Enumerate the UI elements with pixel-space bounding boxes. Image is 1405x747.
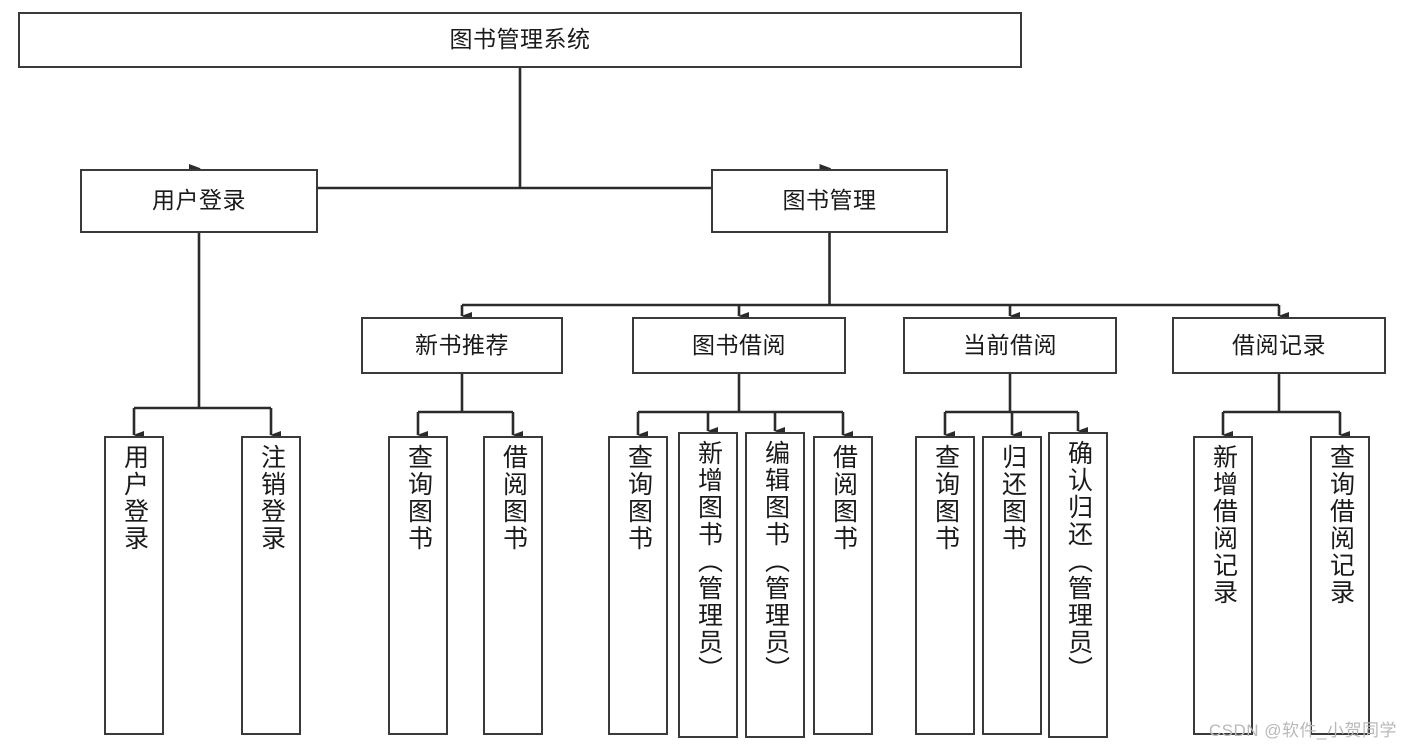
node-leaf-edit-book-label: 编辑图书（管理员） <box>761 440 790 683</box>
node-leaf-borrow-book-2-label: 借阅图书 <box>829 444 858 552</box>
node-leaf-query-book-1[interactable]: 查询图书 <box>388 436 448 735</box>
node-root-label: 图书管理系统 <box>449 26 591 53</box>
node-leaf-add-book-label: 新增图书（管理员） <box>694 440 723 683</box>
node-book-borrow-label: 图书借阅 <box>692 331 786 358</box>
node-user-login-label: 用户登录 <box>152 187 246 214</box>
node-new-book-recommend[interactable]: 新书推荐 <box>361 317 563 374</box>
node-leaf-query-book-2[interactable]: 查询图书 <box>608 436 668 735</box>
node-borrow-record-label: 借阅记录 <box>1232 331 1326 358</box>
node-leaf-add-record[interactable]: 新增借阅记录 <box>1193 436 1253 735</box>
node-book-borrow[interactable]: 图书借阅 <box>632 317 846 374</box>
node-leaf-user-login[interactable]: 用户登录 <box>104 436 164 735</box>
node-current-borrow-label: 当前借阅 <box>963 331 1057 358</box>
node-leaf-query-book-2-label: 查询图书 <box>624 444 653 552</box>
node-leaf-user-login-label: 用户登录 <box>120 444 149 552</box>
node-root[interactable]: 图书管理系统 <box>18 12 1022 68</box>
node-leaf-user-logout-label: 注销登录 <box>257 444 286 552</box>
node-leaf-query-record[interactable]: 查询借阅记录 <box>1310 436 1370 735</box>
node-leaf-return-book-label: 归还图书 <box>998 444 1027 552</box>
node-leaf-add-record-label: 新增借阅记录 <box>1209 444 1238 606</box>
node-leaf-user-logout[interactable]: 注销登录 <box>241 436 301 735</box>
node-user-login[interactable]: 用户登录 <box>80 169 318 233</box>
node-current-borrow[interactable]: 当前借阅 <box>903 317 1117 374</box>
node-leaf-confirm-return[interactable]: 确认归还（管理员） <box>1048 432 1108 738</box>
node-leaf-query-record-label: 查询借阅记录 <box>1326 444 1355 606</box>
watermark-text: CSDN @软件_小贺同学 <box>1208 721 1397 740</box>
node-new-book-recommend-label: 新书推荐 <box>415 331 509 358</box>
node-book-manage[interactable]: 图书管理 <box>711 169 948 233</box>
node-leaf-confirm-return-label: 确认归还（管理员） <box>1064 440 1093 683</box>
node-borrow-record[interactable]: 借阅记录 <box>1172 317 1386 374</box>
node-leaf-borrow-book-1[interactable]: 借阅图书 <box>483 436 543 735</box>
node-leaf-query-book-1-label: 查询图书 <box>404 444 433 552</box>
node-leaf-edit-book[interactable]: 编辑图书（管理员） <box>745 432 805 738</box>
node-leaf-return-book[interactable]: 归还图书 <box>982 436 1042 735</box>
node-leaf-add-book[interactable]: 新增图书（管理员） <box>678 432 738 738</box>
node-book-manage-label: 图书管理 <box>782 187 877 214</box>
node-leaf-query-book-3-label: 查询图书 <box>931 444 960 552</box>
node-leaf-borrow-book-2[interactable]: 借阅图书 <box>813 436 873 735</box>
node-leaf-borrow-book-1-label: 借阅图书 <box>499 444 528 552</box>
node-leaf-query-book-3[interactable]: 查询图书 <box>915 436 975 735</box>
